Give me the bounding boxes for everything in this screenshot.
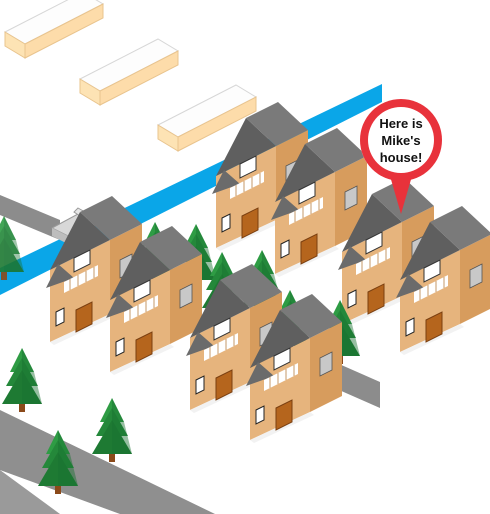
tree-icon [0, 216, 24, 280]
road-upper-left [0, 195, 60, 240]
callout-line-1: Here is [379, 116, 422, 131]
block-2 [79, 38, 179, 106]
tree-icon [2, 348, 42, 412]
road-right [330, 360, 380, 408]
road-lower-left [0, 410, 215, 514]
map-pin-icon[interactable]: Here is Mike's house! [359, 99, 442, 214]
callout-line-3: house! [380, 150, 423, 165]
block-1 [4, 0, 104, 59]
tree-icon [92, 398, 132, 462]
callout-line-2: Mike's [381, 133, 420, 148]
